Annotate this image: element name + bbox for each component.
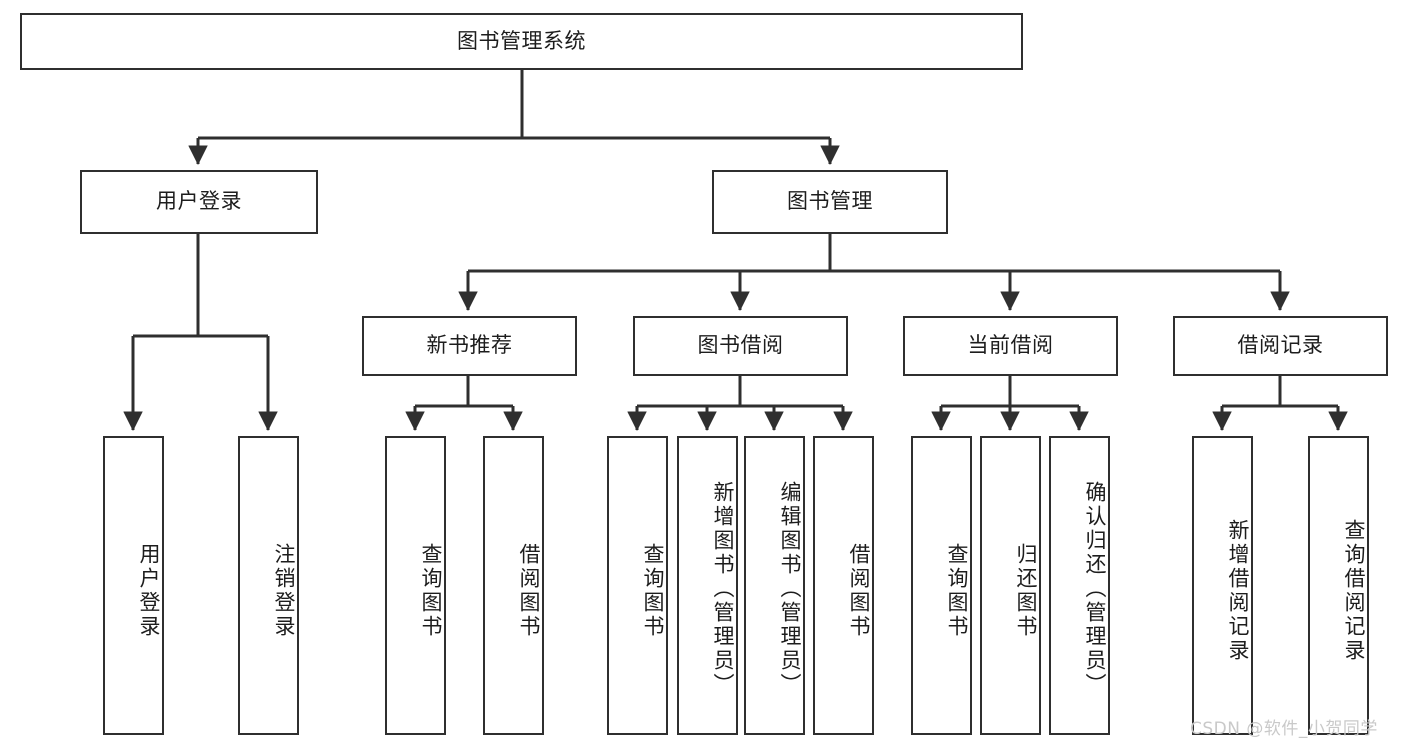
node-book-borrow[interactable]: 图书借阅 <box>633 316 848 376</box>
node-label: 图书借阅 <box>697 333 784 358</box>
node-label: 查询借阅记录 <box>1342 518 1366 663</box>
node-label: 用户登录 <box>137 542 161 639</box>
node-label: 当前借阅 <box>967 333 1054 358</box>
node-book-management[interactable]: 图书管理 <box>712 170 948 234</box>
node-label: 图书管理 <box>787 189 873 214</box>
node-label: 借阅图书 <box>517 542 541 639</box>
node-leaf-return-book[interactable]: 归还图书 <box>980 436 1041 735</box>
node-label: 新增借阅记录 <box>1226 518 1250 663</box>
node-user-login[interactable]: 用户登录 <box>80 170 318 234</box>
node-label: 归还图书 <box>1014 542 1038 639</box>
node-leaf-query-borrow-record[interactable]: 查询借阅记录 <box>1308 436 1369 735</box>
node-label: 新书推荐 <box>426 333 513 358</box>
node-label: 确认归还（管理员） <box>1083 480 1107 697</box>
node-leaf-borrow-book[interactable]: 借阅图书 <box>813 436 874 735</box>
node-leaf-logout-login[interactable]: 注销登录 <box>238 436 299 735</box>
node-leaf-add-borrow-record[interactable]: 新增借阅记录 <box>1192 436 1253 735</box>
node-label: 新增图书（管理员） <box>711 480 735 697</box>
node-leaf-borrow-book-recommend[interactable]: 借阅图书 <box>483 436 544 735</box>
node-label: 图书管理系统 <box>457 28 586 53</box>
node-leaf-query-book-recommend[interactable]: 查询图书 <box>385 436 446 735</box>
node-leaf-edit-book-admin[interactable]: 编辑图书（管理员） <box>744 436 805 735</box>
csdn-watermark: CSDN @软件_小贺同学 <box>1190 719 1378 739</box>
node-root-book-management-system[interactable]: 图书管理系统 <box>20 13 1023 70</box>
node-label: 注销登录 <box>272 542 296 639</box>
node-label: 查询图书 <box>641 542 665 639</box>
node-label: 查询图书 <box>945 542 969 639</box>
node-label: 借阅记录 <box>1237 333 1324 358</box>
node-label: 编辑图书（管理员） <box>778 480 802 697</box>
node-leaf-confirm-return-admin[interactable]: 确认归还（管理员） <box>1049 436 1110 735</box>
node-current-borrow[interactable]: 当前借阅 <box>903 316 1118 376</box>
node-leaf-query-book-borrow[interactable]: 查询图书 <box>607 436 668 735</box>
node-new-book-recommend[interactable]: 新书推荐 <box>362 316 577 376</box>
node-label: 借阅图书 <box>847 542 871 639</box>
node-leaf-user-login[interactable]: 用户登录 <box>103 436 164 735</box>
node-label: 查询图书 <box>419 542 443 639</box>
node-borrow-record[interactable]: 借阅记录 <box>1173 316 1388 376</box>
node-leaf-query-book-current[interactable]: 查询图书 <box>911 436 972 735</box>
node-label: 用户登录 <box>156 189 242 214</box>
node-leaf-add-book-admin[interactable]: 新增图书（管理员） <box>677 436 738 735</box>
